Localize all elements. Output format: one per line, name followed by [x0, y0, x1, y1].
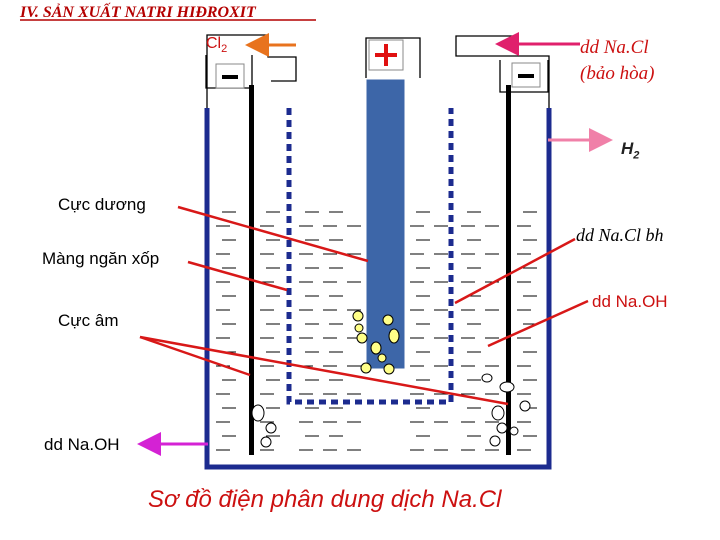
pointer-naoh	[487, 299, 589, 348]
cl2-subscript: 2	[221, 43, 228, 56]
tank-lid-right	[455, 35, 550, 108]
nacl-inflow-line-2: (bảo hòa)	[580, 63, 655, 84]
cl2-label: Cl2	[206, 36, 227, 55]
cathode-rod-left	[249, 85, 254, 455]
cathode-terminal-left	[215, 63, 245, 89]
anode-label: Cực dương	[58, 195, 146, 214]
pointer-membrane	[187, 260, 288, 292]
anode-terminal	[368, 39, 404, 71]
membrane-label: Màng ngăn xốp	[42, 249, 160, 268]
solution-level-marks	[216, 211, 537, 451]
h2-label: H2	[621, 140, 639, 161]
nacl-inflow-label: dd Na.Cl (bảo hòa)	[580, 35, 654, 87]
cl2-symbol: Cl	[206, 35, 222, 52]
hydrogen-bubbles	[251, 373, 531, 448]
h2-symbol: H	[621, 139, 634, 158]
slide-title: IV. SẢN XUẤT NATRI HIĐROXIT	[20, 4, 256, 21]
naoh-right-label: dd Na.OH	[592, 292, 668, 311]
nacl-bh-label: dd Na.Cl bh	[576, 225, 664, 245]
porous-membrane	[286, 108, 454, 405]
diagram-caption: Sơ đồ điện phân dung dịch Na.Cl	[148, 486, 502, 513]
chlorine-bubbles	[352, 310, 400, 375]
cathode-rod-right	[506, 85, 511, 455]
pointer-anode	[177, 205, 369, 263]
nacl-inflow-line-1: dd Na.Cl	[580, 37, 649, 58]
label-pointers	[139, 205, 589, 406]
tank-outer-wall	[204, 108, 552, 470]
pointer-nacl-bh	[454, 237, 576, 305]
h2-subscript: 2	[633, 149, 640, 162]
cathode-terminal-right	[511, 62, 541, 88]
naoh-outflow-label: dd Na.OH	[44, 435, 120, 454]
tank-lid-left	[206, 34, 297, 108]
top-box-right	[499, 60, 549, 93]
pointer-cathode-left	[139, 335, 251, 377]
pointer-cathode-right	[139, 335, 509, 406]
top-box-center	[365, 37, 421, 78]
cathode-label: Cực âm	[58, 311, 119, 330]
